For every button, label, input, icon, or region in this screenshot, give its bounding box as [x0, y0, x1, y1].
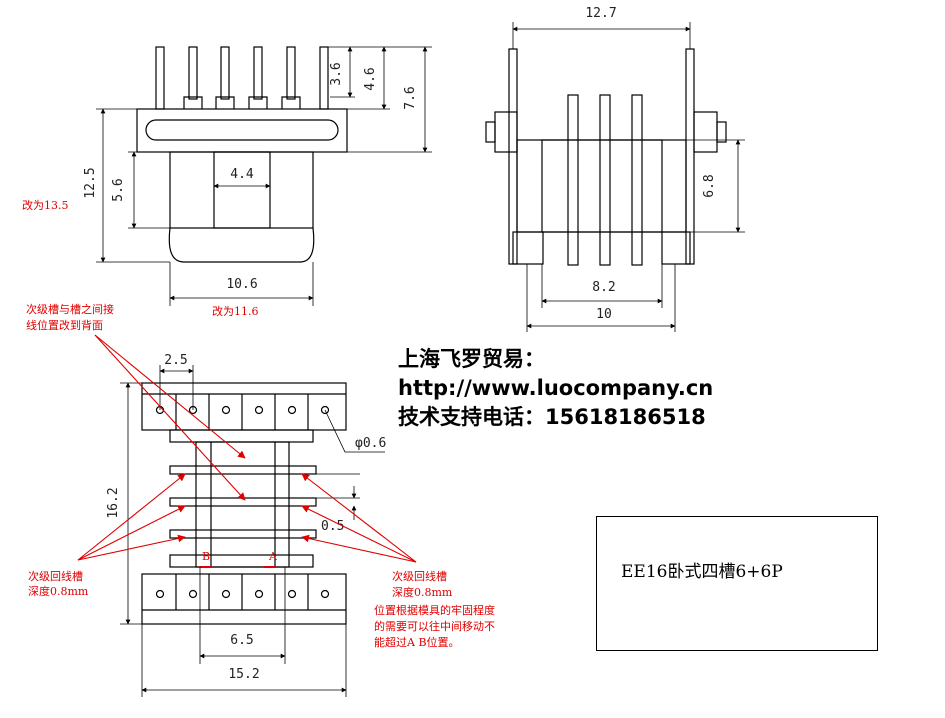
dim-phi-0-6: φ0.6	[355, 436, 386, 451]
front-view	[136, 46, 348, 263]
note-groove-left-line2: 深度0.8mm	[28, 584, 89, 598]
company-name: 上海飞罗贸易：	[398, 347, 545, 371]
front-view-dimensions	[96, 46, 432, 306]
note-position-line1: 位置根据模具的牢固程度	[374, 603, 495, 617]
annotation-arrows	[77, 334, 417, 563]
dim-12-5: 12.5	[83, 167, 98, 198]
note-groove-right-line2: 深度0.8mm	[392, 585, 453, 599]
note-slot-move-line1: 次级槽与槽之间接	[26, 302, 114, 316]
note-change-11-6: 改为11.6	[212, 304, 259, 318]
dim-5-6: 5.6	[111, 178, 126, 201]
note-groove-left-line1: 次级回线槽	[28, 569, 83, 583]
label-a: A	[268, 550, 278, 563]
dim-8-2: 8.2	[592, 280, 615, 295]
dim-16-2: 16.2	[106, 487, 121, 518]
label-b: B	[202, 550, 210, 563]
dim-12-7: 12.7	[585, 6, 616, 21]
bottom-view	[141, 382, 347, 625]
dim-10-6: 10.6	[226, 277, 257, 292]
dim-6-8: 6.8	[702, 174, 717, 197]
dim-3-6: 3.6	[329, 62, 344, 85]
contact-block: 上海飞罗贸易： http://www.luocompany.cn 技术支持电话：…	[398, 345, 713, 432]
dim-2-5: 2.5	[164, 353, 187, 368]
part-name: EE16卧式四槽6+6P	[621, 562, 783, 582]
note-position-line2: 的需要可以往中间移动不	[374, 619, 495, 633]
side-view-dimensions	[512, 22, 745, 332]
dim-10: 10	[596, 307, 612, 322]
dim-4-4: 4.4	[230, 167, 254, 182]
dim-4-6: 4.6	[363, 67, 378, 90]
side-view	[485, 48, 727, 266]
bottom-pin-holes	[155, 589, 330, 599]
dim-7-6: 7.6	[403, 86, 418, 109]
note-groove-right-line1: 次级回线槽	[392, 569, 447, 583]
support-phone: 技术支持电话：15618186518	[398, 405, 706, 429]
front-view-pins	[155, 46, 329, 110]
note-position-line3: 能超过A B位置。	[374, 635, 460, 649]
dim-0-5: 0.5	[321, 519, 344, 534]
company-url: http://www.luocompany.cn	[398, 376, 714, 400]
dim-15-2: 15.2	[228, 667, 259, 682]
note-change-13-5: 改为13.5	[22, 198, 69, 212]
dim-6-5: 6.5	[230, 633, 253, 648]
note-slot-move-line2: 线位置改到背面	[26, 318, 103, 332]
title-block: EE16卧式四槽6+6P	[596, 516, 878, 651]
